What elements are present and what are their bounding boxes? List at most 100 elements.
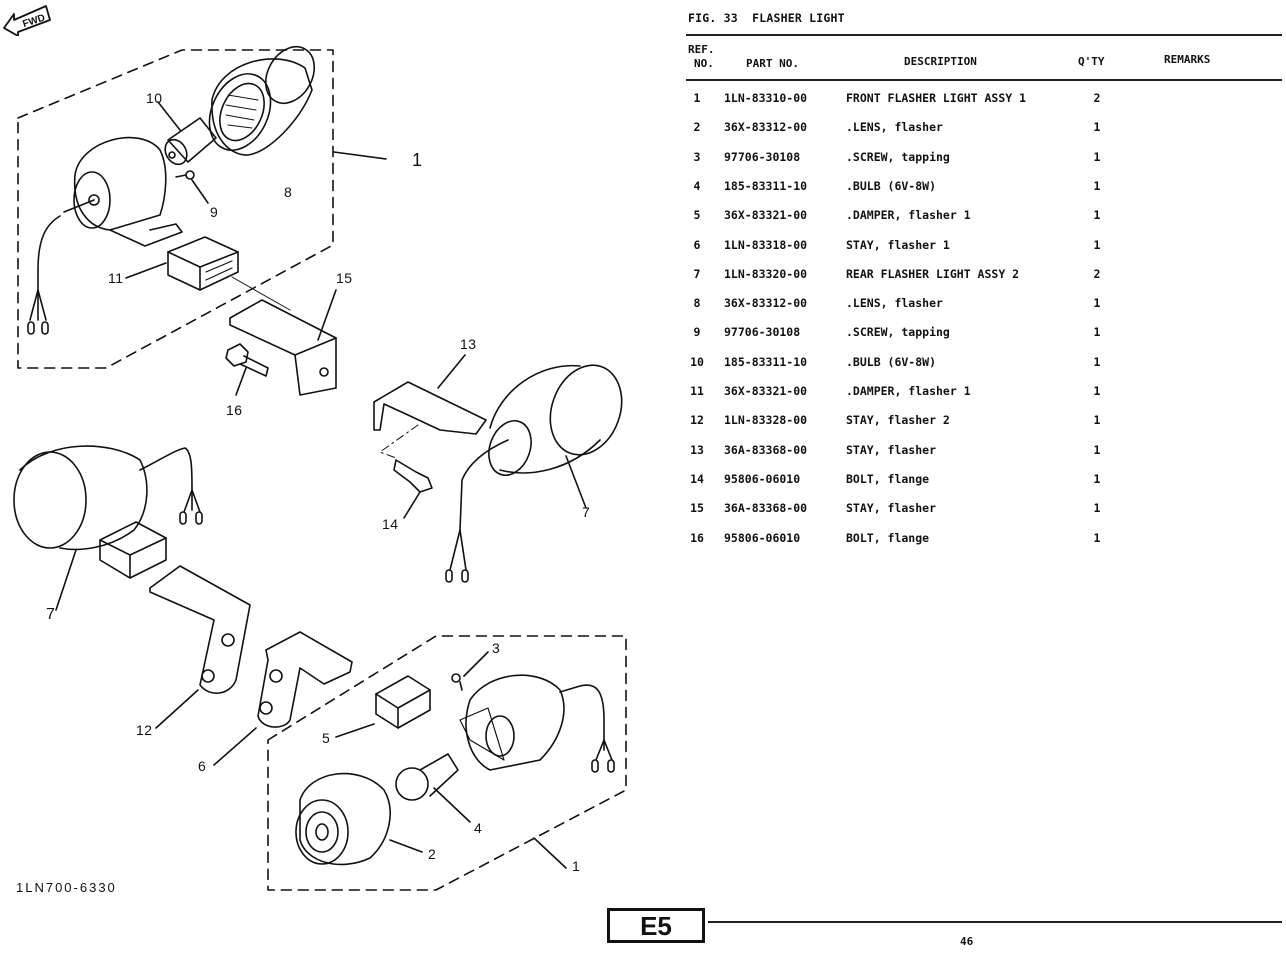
ref-no-cell: 5: [693, 208, 701, 223]
ref-no-cell: 2: [693, 120, 701, 135]
callout-2: 2: [428, 846, 437, 862]
callout-6: 6: [198, 758, 207, 774]
qty-cell: 1: [1093, 178, 1101, 193]
part-no-cell: 36A-83368-00: [724, 442, 808, 457]
housing-front: [459, 674, 615, 773]
callout-1-bottom: 1: [572, 858, 581, 874]
qty-cell: 1: [1093, 325, 1101, 340]
table-row: 11 36X-83321-00 .DAMPER, flasher 1 1: [686, 384, 1282, 404]
part-no-cell: 36X-83312-00: [724, 120, 808, 135]
bulb-part-10: [157, 101, 217, 166]
callout-4: 4: [474, 820, 483, 836]
header-description: DESCRIPTION: [904, 55, 977, 68]
callout-5: 5: [322, 730, 331, 746]
stay-part-6: [213, 631, 353, 766]
description-cell: .SCREW, tapping: [846, 325, 950, 340]
callout-7-left: 7: [46, 606, 56, 623]
figure-code: 1LN700-6330: [16, 880, 117, 895]
table-row: 12 1LN-83328-00 STAY, flasher 2 1: [686, 413, 1282, 433]
description-cell: STAY, flasher: [846, 501, 937, 516]
part-no-cell: 36X-83321-00: [724, 384, 808, 398]
description-cell: .BULB (6V-8W): [846, 354, 937, 369]
section-badge: E5: [607, 908, 705, 943]
callout-16: 16: [226, 402, 243, 418]
screw-part-9: [175, 170, 209, 204]
footer-rule: [708, 921, 1282, 923]
ref-no-cell: 14: [690, 471, 704, 486]
table-row: 10 185-83311-10 .BULB (6V-8W) 1: [686, 355, 1282, 375]
damper-left: [99, 521, 167, 579]
rear-flasher-light-7-left: [13, 445, 203, 611]
ref-no-cell: 3: [693, 149, 701, 164]
part-no-cell: 1LN-83320-00: [724, 266, 808, 281]
qty-cell: 1: [1093, 120, 1101, 135]
description-cell: .DAMPER, flasher 1: [846, 208, 971, 223]
ref-no-cell: 11: [690, 384, 704, 398]
callout-7-right: 7: [582, 504, 591, 520]
qty-cell: 1: [1093, 471, 1101, 486]
description-cell: .LENS, flasher: [846, 120, 943, 135]
header-ref-line1: REF.: [688, 43, 715, 56]
callout-12: 12: [136, 722, 153, 738]
stay-part-13: [373, 354, 487, 459]
qty-cell: 1: [1093, 354, 1101, 369]
header-ref-line2: NO.: [694, 57, 714, 70]
callout-11: 11: [108, 270, 124, 286]
qty-cell: 1: [1093, 149, 1101, 164]
description-cell: STAY, flasher: [846, 442, 937, 457]
qty-cell: 1: [1093, 208, 1101, 223]
description-cell: .DAMPER, flasher 1: [846, 384, 971, 398]
description-cell: REAR FLASHER LIGHT ASSY 2: [846, 266, 1020, 281]
description-cell: .SCREW, tapping: [846, 149, 950, 164]
description-cell: STAY, flasher 2: [846, 413, 950, 428]
ref-no-cell: 7: [693, 266, 701, 281]
leader-1-top: [333, 151, 387, 160]
qty-cell: 1: [1093, 413, 1101, 428]
part-no-cell: 1LN-83328-00: [724, 413, 808, 428]
part-no-cell: 36X-83312-00: [724, 296, 808, 311]
part-no-cell: 97706-30108: [724, 149, 801, 164]
callout-14: 14: [382, 516, 399, 532]
bulb-part-4: [395, 753, 471, 823]
description-cell: .BULB (6V-8W): [846, 178, 937, 193]
part-no-cell: 1LN-83310-00: [724, 91, 808, 105]
ref-no-cell: 4: [693, 178, 701, 193]
callout-10: 10: [146, 90, 163, 106]
description-cell: BOLT, flange: [846, 530, 930, 545]
ref-no-cell: 10: [690, 354, 704, 369]
stay-part-15: [229, 276, 337, 396]
part-no-cell: 36A-83368-00: [724, 501, 808, 516]
lens-part-2: [295, 772, 423, 866]
callout-8: 8: [284, 184, 293, 200]
figure-title: FIG. 33 FLASHER LIGHT: [688, 11, 845, 25]
ref-no-cell: 8: [693, 296, 701, 311]
assembly-boundary-lower: [267, 635, 627, 891]
part-no-cell: 1LN-83318-00: [724, 237, 808, 252]
part-no-cell: 97706-30108: [724, 325, 801, 340]
forward-direction-arrow-icon: FWD: [3, 5, 51, 36]
description-cell: FRONT FLASHER LIGHT ASSY 1: [846, 91, 1027, 105]
qty-cell: 1: [1093, 384, 1101, 398]
qty-cell: 1: [1093, 296, 1101, 311]
page-number: 46: [960, 935, 974, 948]
damper-part-5: [335, 675, 431, 738]
ref-no-cell: 12: [690, 413, 704, 428]
ref-no-cell: 15: [690, 501, 704, 516]
qty-cell: 1: [1093, 442, 1101, 457]
callout-1-top: 1: [412, 150, 423, 170]
damper-part-11: [125, 236, 239, 291]
part-no-cell: 95806-06010: [724, 471, 801, 486]
table-header-rule: [686, 79, 1282, 81]
header-remarks: REMARKS: [1164, 53, 1211, 66]
ref-no-cell: 1: [693, 91, 701, 105]
assembly-boundary-upper: [17, 49, 334, 369]
part-no-cell: 185-83311-10: [724, 354, 808, 369]
bolt-part-16: [225, 343, 269, 396]
